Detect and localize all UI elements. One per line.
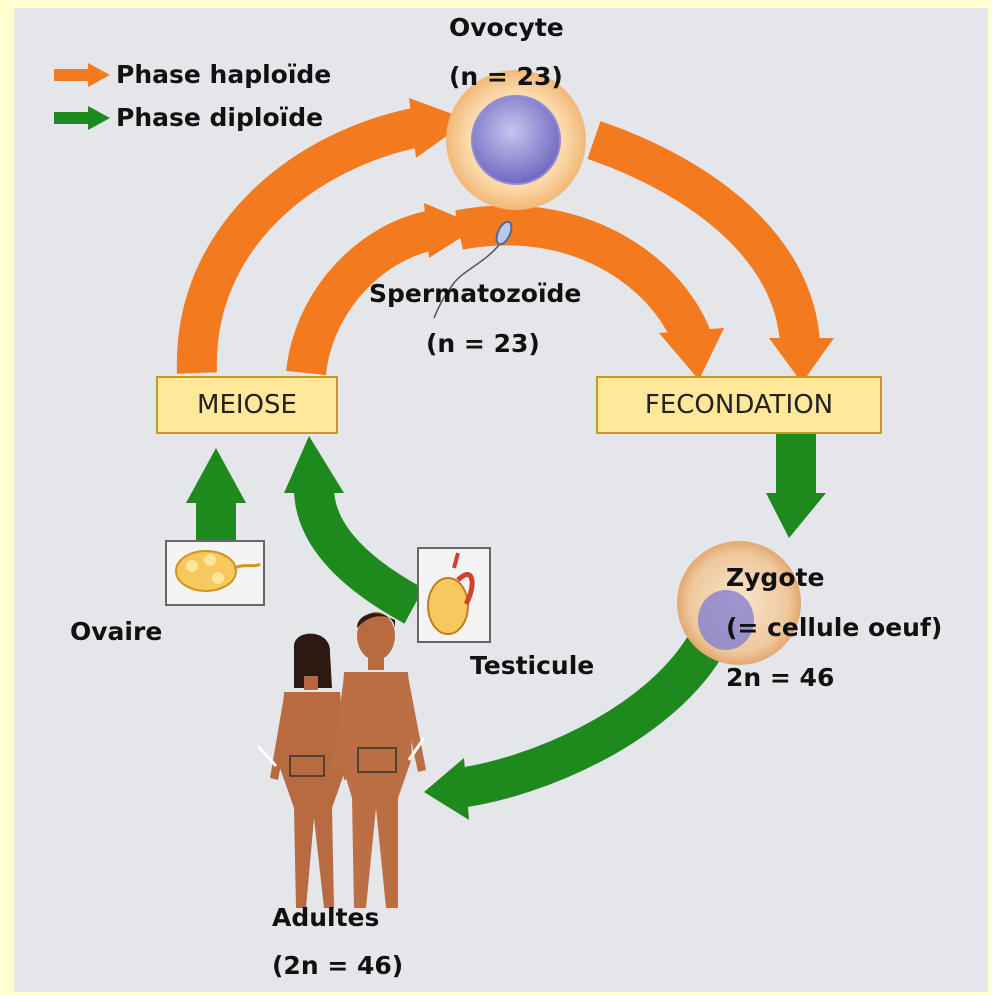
legend-haploid-label: Phase haploïde [116, 60, 331, 89]
diagram-canvas: Phase haploïde Phase diploïde Ovocyte (n… [14, 8, 988, 992]
adultes-ploidy: (2n = 46) [272, 952, 403, 981]
arrowhead-meiose-left [186, 448, 246, 503]
zygote-subtitle: (= cellule oeuf) [726, 614, 942, 643]
testicule-label: Testicule [470, 652, 594, 681]
ovaire-label: Ovaire [70, 618, 162, 647]
woman-figure [270, 634, 350, 908]
adult-figures [258, 612, 426, 908]
meiose-label: MEIOSE [197, 390, 297, 420]
spermatozoide-ploidy: (n = 23) [426, 330, 540, 359]
man-figure [332, 612, 426, 908]
life-cycle-artwork [14, 8, 988, 992]
testicule-icon [418, 548, 490, 642]
adultes-label: Adultes [272, 904, 379, 933]
green-arrow-icon [54, 106, 110, 130]
zygote-label: Zygote [726, 564, 824, 593]
arrowhead-meiose-right [284, 436, 344, 493]
arrowhead-zygote [766, 493, 826, 538]
fecondation-label: FECONDATION [645, 390, 833, 420]
arrow-testicule-to-meiose [314, 488, 414, 606]
orange-arrow-icon [54, 63, 110, 87]
ovocyte-ploidy: (n = 23) [449, 63, 563, 92]
fecondation-box: FECONDATION [596, 376, 882, 434]
arrowhead-adults [424, 758, 469, 820]
legend-diploid: Phase diploïde [54, 103, 323, 132]
meiose-box: MEIOSE [156, 376, 338, 434]
legend-haploid: Phase haploïde [54, 60, 331, 89]
arrowhead-fecondation-inner [659, 328, 724, 380]
zygote-ploidy: 2n = 46 [726, 664, 834, 693]
legend-diploid-label: Phase diploïde [116, 103, 323, 132]
ovaire-icon [166, 541, 264, 605]
ovocyte-label: Ovocyte [449, 14, 564, 43]
zygote-cell [677, 541, 801, 665]
spermatozoide-label: Spermatozoïde [369, 280, 581, 309]
